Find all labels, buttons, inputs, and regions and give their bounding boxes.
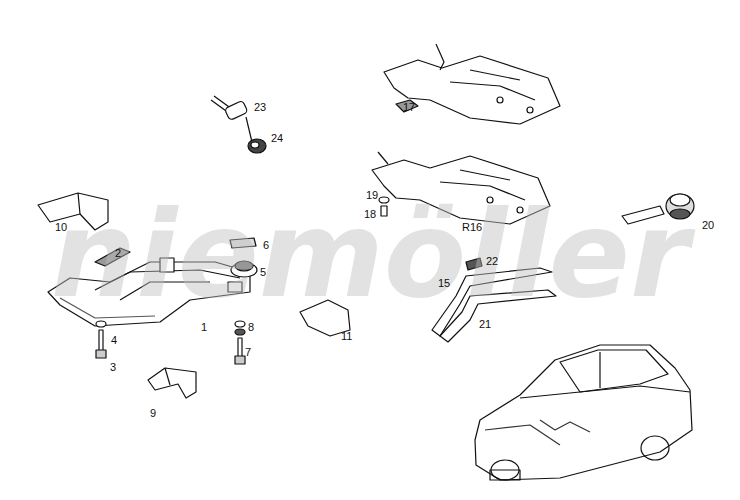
callout-number: R16 (462, 221, 482, 233)
callout-number: 18 (364, 208, 376, 220)
car-outline (475, 345, 692, 480)
callout-number: 22 (486, 255, 498, 267)
callout-number: 6 (263, 239, 269, 251)
floor-plate-right (384, 56, 560, 124)
callout-number: 10 (55, 221, 67, 233)
callout-number: 2 (115, 247, 121, 259)
callout-number: 8 (248, 321, 254, 333)
callout-number: 15 (438, 277, 450, 289)
callout-number: 5 (260, 266, 266, 278)
callout-number: 7 (245, 346, 251, 358)
callout-number: 17 (403, 101, 415, 113)
callout-number: 23 (254, 101, 266, 113)
callout-number: 21 (479, 318, 491, 330)
callout-number: 4 (111, 334, 117, 346)
callout-number: 9 (150, 407, 156, 419)
callout-number: 11 (341, 330, 352, 342)
rubber-mount (211, 96, 266, 153)
callout-number: 19 (366, 189, 378, 201)
callout-number: 3 (110, 361, 116, 373)
callout-number: 24 (271, 132, 283, 144)
callout-number: 20 (702, 219, 714, 231)
callout-number: 1 (201, 321, 207, 333)
